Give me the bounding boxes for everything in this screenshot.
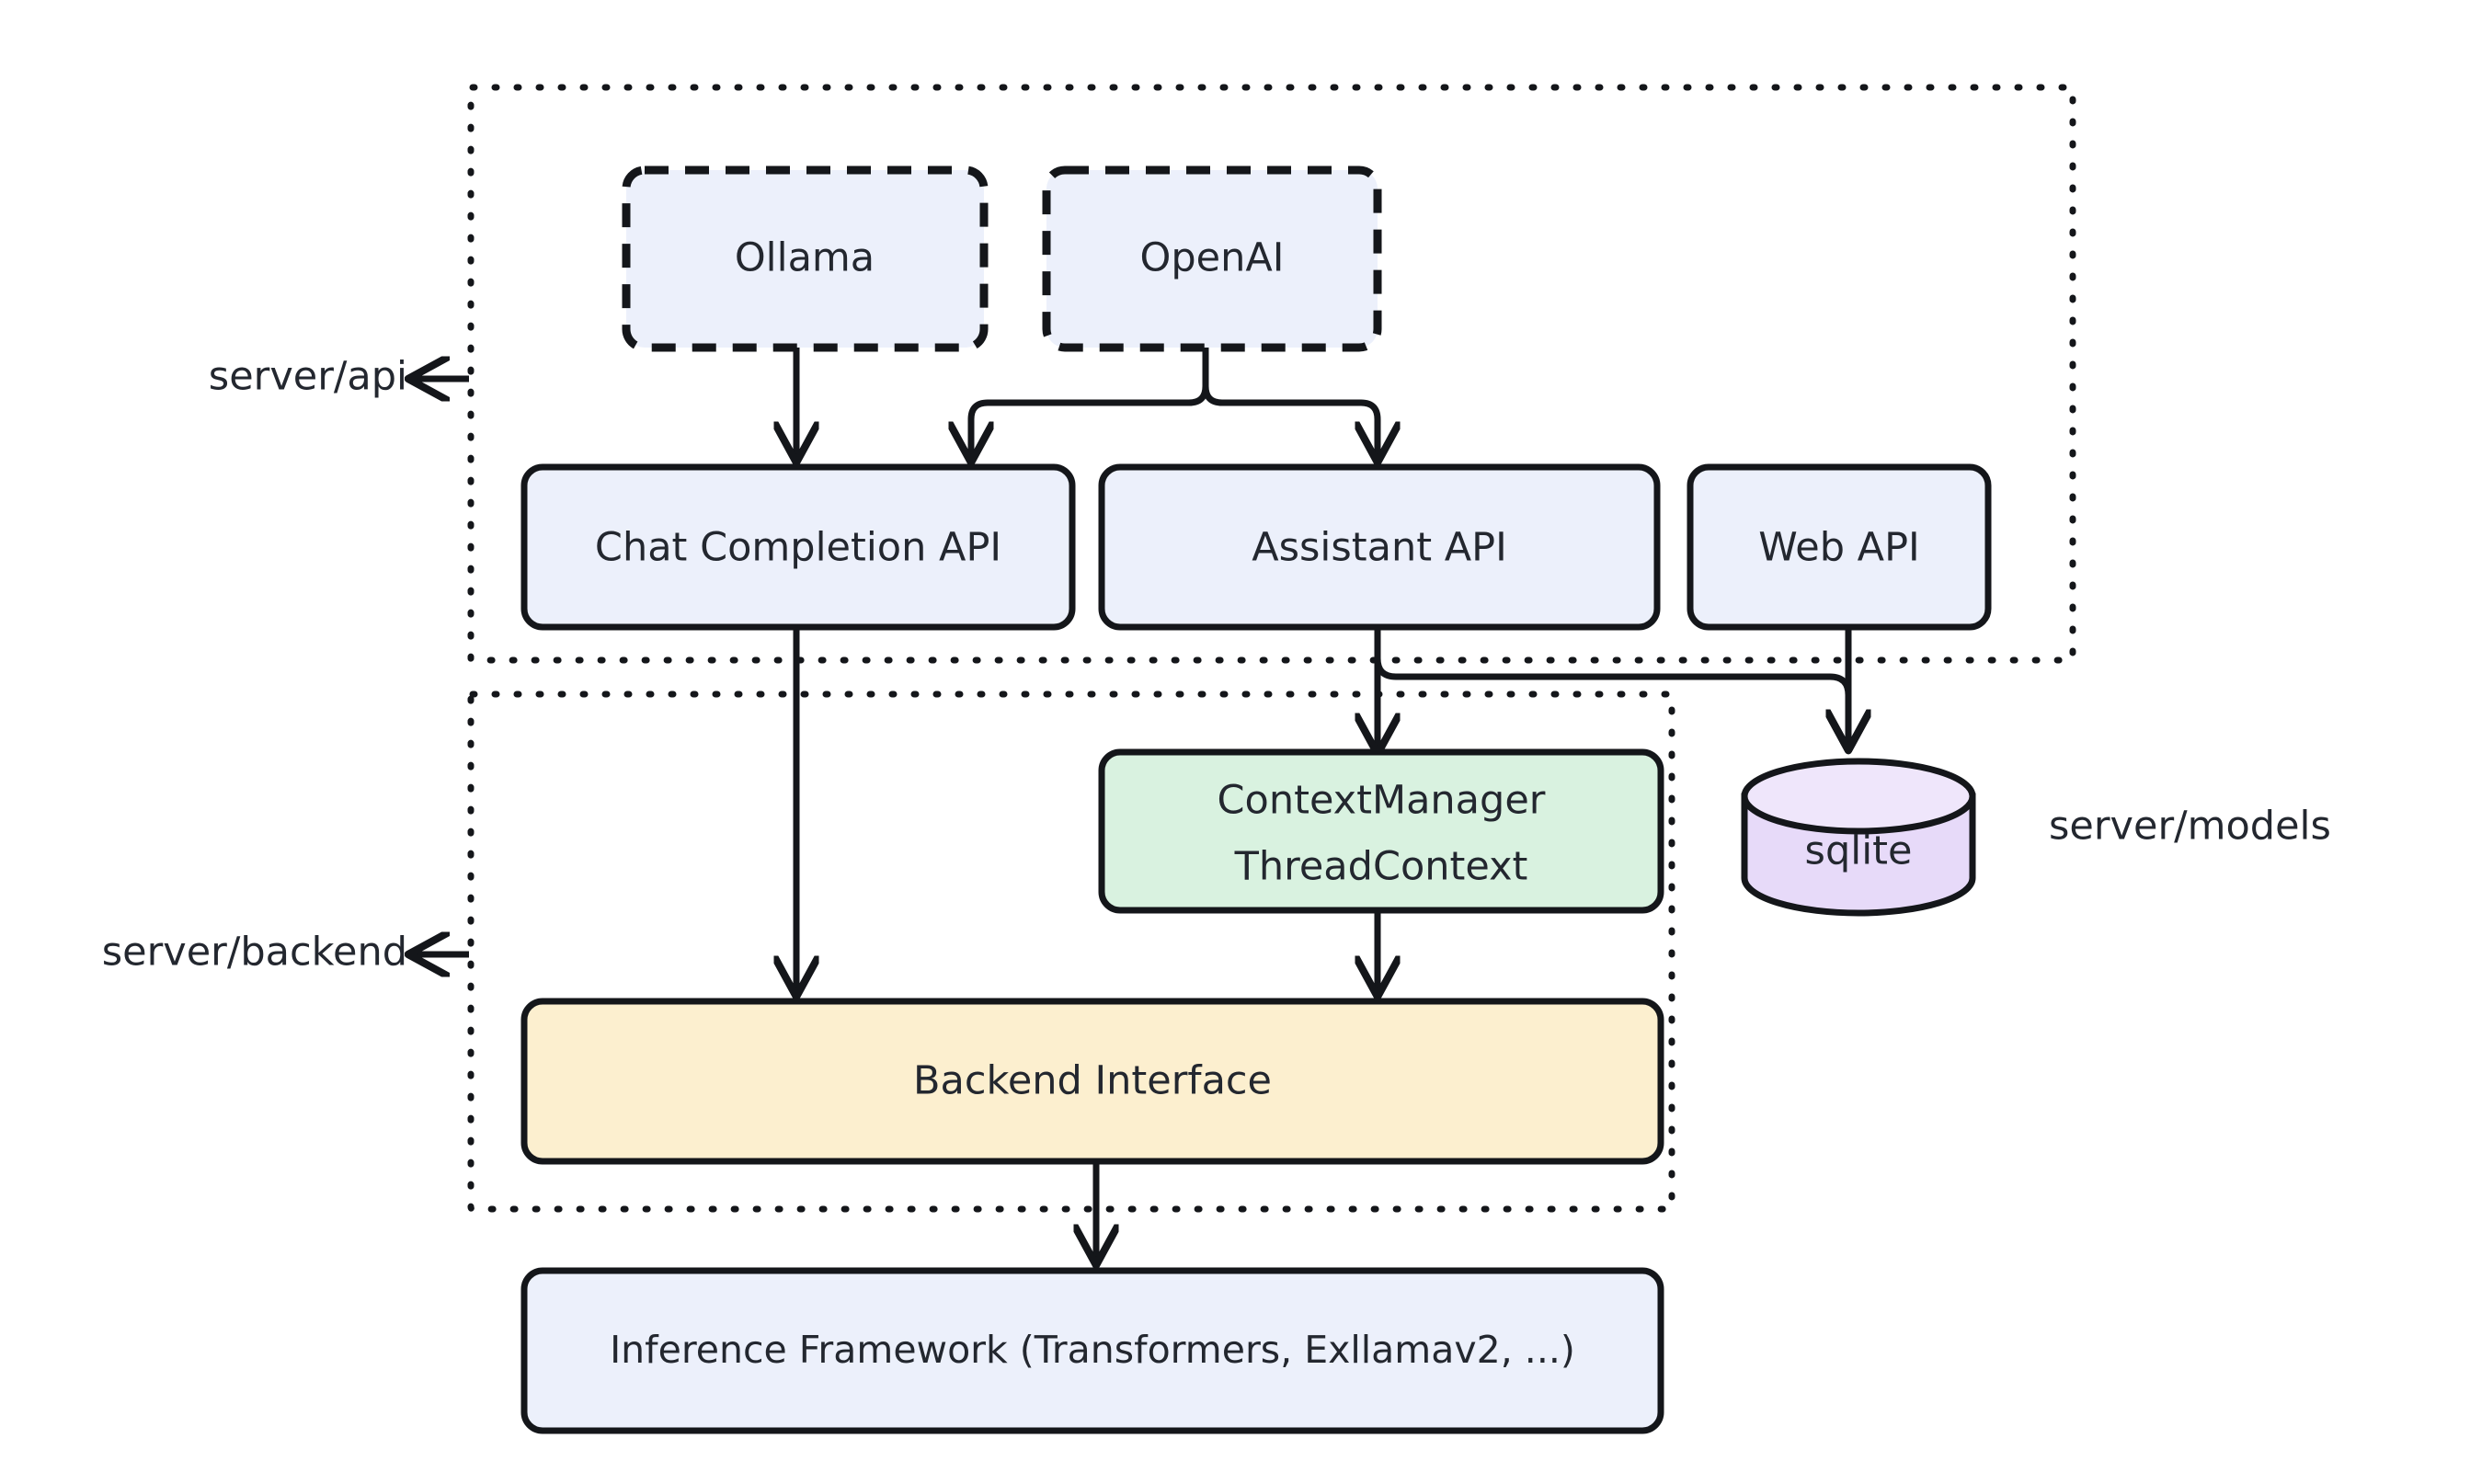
- edge-assistant-api-to-sqlite: [1374, 627, 1848, 743]
- node-sqlite-top[interactable]: [1741, 758, 1976, 835]
- node-web-api-box[interactable]: [1687, 463, 1992, 631]
- group-label-server-api: server/api: [209, 354, 407, 400]
- node-chat-completion-api[interactable]: Chat Completion API: [520, 463, 1076, 631]
- node-openai-box[interactable]: [1042, 166, 1382, 352]
- node-chat-completion-api-label: Chat Completion API: [595, 525, 1001, 571]
- node-chat-completion-api-box[interactable]: [520, 463, 1076, 631]
- group-server-backend-border: [467, 691, 1675, 1213]
- node-backend-interface-label: Backend Interface: [913, 1058, 1272, 1104]
- node-web-api-label: Web API: [1758, 525, 1919, 571]
- node-openai[interactable]: OpenAI: [1042, 166, 1382, 352]
- edge-openai-to-chat-completion-api: [971, 348, 1209, 455]
- node-context-manager[interactable]: ContextManager ThreadContext: [1098, 748, 1664, 914]
- node-openai-label: OpenAI: [1140, 235, 1285, 281]
- node-sqlite-label: sqlite: [1805, 828, 1913, 874]
- node-context-manager-label-line1: ContextManager: [1218, 778, 1546, 824]
- node-context-manager-label-line2: ThreadContext: [1234, 844, 1528, 890]
- node-assistant-api[interactable]: Assistant API: [1098, 463, 1661, 631]
- node-ollama-label: Ollama: [735, 235, 875, 281]
- group-server-api-border: [467, 84, 2076, 664]
- node-inference-framework-label: Inference Framework (Transformers, Exlla…: [610, 1328, 1575, 1372]
- group-label-server-backend: server/backend: [102, 930, 407, 976]
- node-inference-framework-box[interactable]: [520, 1267, 1664, 1434]
- node-ollama[interactable]: Ollama: [622, 166, 989, 352]
- node-web-api[interactable]: Web API: [1687, 463, 1992, 631]
- node-assistant-api-box[interactable]: [1098, 463, 1661, 631]
- node-assistant-api-label: Assistant API: [1252, 525, 1507, 571]
- node-ollama-box[interactable]: [622, 166, 989, 352]
- node-context-manager-box[interactable]: [1098, 748, 1664, 914]
- node-inference-framework[interactable]: Inference Framework (Transformers, Exlla…: [520, 1267, 1664, 1434]
- node-backend-interface[interactable]: Backend Interface: [520, 998, 1664, 1165]
- group-label-server-models: server/models: [2049, 804, 2331, 850]
- edge-openai-to-assistant-api: [1202, 348, 1378, 455]
- node-backend-interface-box[interactable]: [520, 998, 1664, 1165]
- node-sqlite[interactable]: sqlite: [1741, 758, 1976, 917]
